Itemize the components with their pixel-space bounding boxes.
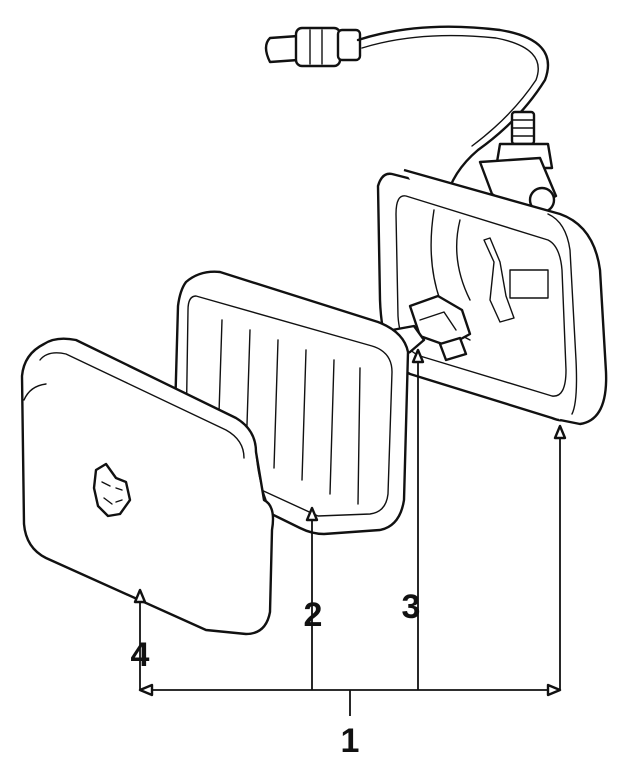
callout-3: 4 [131,636,150,674]
wire-cable [356,25,550,202]
callout-1: 1 [341,722,360,760]
leader-lines [133,348,567,716]
wire-connector [264,26,362,68]
reflector [395,195,567,397]
lamp-cover [20,337,275,636]
callout-2: 2 [304,596,323,634]
callout-4: 3 [402,588,421,626]
jaguar-emblem-icon [92,462,132,518]
lamp-housing [264,25,608,426]
mounting-bracket [478,110,558,216]
